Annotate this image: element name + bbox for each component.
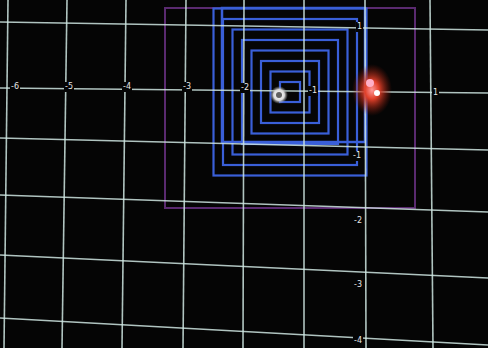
region-outline — [165, 8, 415, 208]
axis-tick-label: -4 — [122, 82, 132, 92]
axis-tick-label: -2 — [353, 216, 363, 226]
pink-marker — [366, 79, 374, 87]
grid-line — [183, 0, 186, 348]
axis-tick-label: -2 — [240, 83, 250, 93]
axis-tick-label: -1 — [308, 86, 318, 96]
axis-tick-label: 1 — [356, 22, 363, 32]
grid-line — [4, 0, 8, 348]
grid-line — [0, 138, 488, 150]
white-dot — [270, 86, 288, 104]
grid-line — [62, 0, 67, 348]
grid-line — [122, 0, 126, 348]
axis-tick-label: -1 — [352, 151, 362, 161]
axis-tick-label: -4 — [353, 336, 363, 346]
grid-line — [0, 318, 488, 345]
grid-line — [0, 255, 488, 278]
axis-tick-label: -3 — [353, 280, 363, 290]
grid-line — [243, 0, 244, 348]
spiral-square — [261, 61, 319, 123]
axis-tick-label: -5 — [64, 82, 74, 92]
axis-tick-label: -3 — [182, 82, 192, 92]
grid-line — [0, 22, 488, 30]
white-dot-center — [276, 92, 282, 98]
axis-tick-label: 1 — [432, 88, 439, 98]
spiral-square — [252, 51, 329, 134]
white-marker — [374, 90, 380, 96]
grid-line — [365, 0, 366, 348]
grid-line — [303, 0, 305, 348]
grid-line — [430, 0, 433, 348]
grid-line — [0, 195, 488, 212]
red-glow — [352, 64, 392, 116]
axis-tick-label: -6 — [10, 82, 20, 92]
